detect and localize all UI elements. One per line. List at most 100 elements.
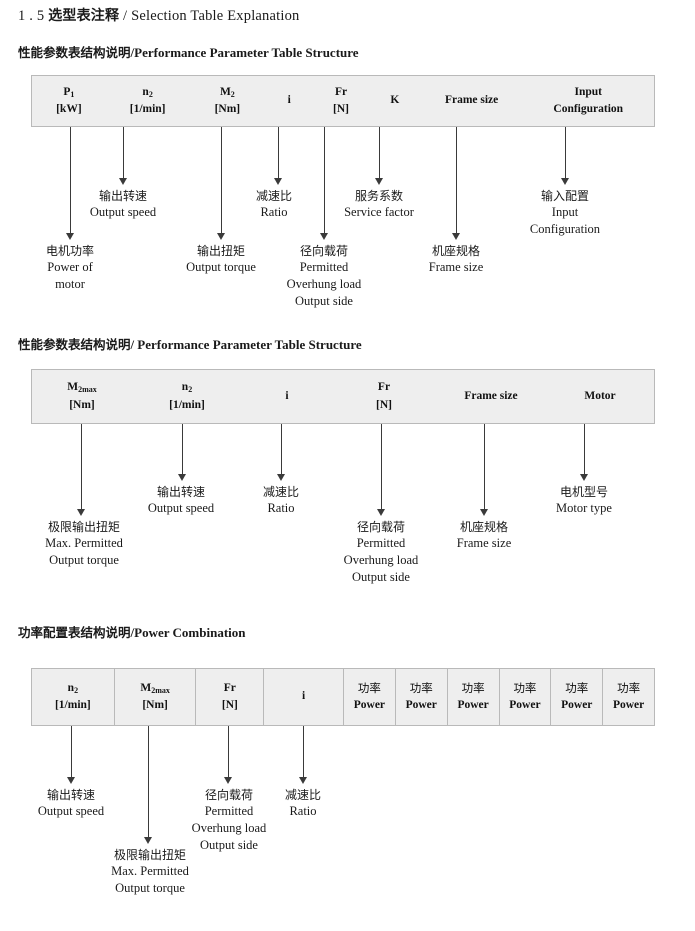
arrowhead-m2max-table3 [144,837,152,844]
table2-col-frame-size: Frame size [436,370,546,423]
connector-fr-table3 [228,726,229,779]
page-title-chinese: 选型表注释 [48,8,120,24]
table2-col-n2-unit: [1/min] [169,398,205,411]
table2-col-motor-label: Motor [584,389,616,402]
table1-col-frame-size: Frame size [421,76,523,126]
table2-col-m2max-subscript: 2max [78,385,97,395]
arrowhead-motor-table2 [580,474,588,481]
table2-col-fr-symbol: Fr [377,381,391,394]
arrowhead-n2-table3 [67,777,75,784]
arrowhead-input-configuration-table1 [561,178,569,185]
annotation-frame-size-table1: 机座规格 Frame size [428,244,484,275]
annotation-output-speed-table1: 输出转速 Output speed [89,189,157,220]
connector-m2max-table3 [148,726,149,839]
table1-col-fr-symbol: Fr [334,85,348,98]
table1-col-n2-subscript: 2 [148,89,153,99]
table1-col-k-symbol: K [390,94,400,107]
table3-col-i-symbol: i [302,690,306,703]
section-heading-3: 功率配置表结构说明/Power Combination [18,622,246,641]
annotation-overhung-load-table1: 径向载荷 Permitted Overhung load Output side [286,244,362,308]
connector-fr-table2 [381,424,382,511]
table3-col-power-3-english: Power [457,699,489,711]
annotation-overhung-load-table2: 径向载荷 Permitted Overhung load Output side [343,520,419,584]
table3-col-power-6-english: Power [612,699,645,711]
section-heading-2-chinese: 性能参数表结构说明 [18,337,131,352]
arrowhead-i-table3 [299,777,307,784]
connector-frame-size-table1 [456,127,457,235]
table1-col-i-symbol: i [287,94,291,107]
connector-frame-size-table2 [484,424,485,511]
table1-col-fr-unit: [N] [333,103,349,115]
table1-col-n2: n2 [1/min] [106,76,190,126]
connector-fr-table1 [324,127,325,235]
arrowhead-k-table1 [375,178,383,185]
arrowhead-fr-table2 [377,509,385,516]
connector-input-configuration-table1 [565,127,566,180]
annotation-output-speed-table3: 输出转速 Output speed [37,788,105,819]
section-heading-2: 性能参数表结构说明/ Performance Parameter Table S… [18,334,362,353]
table3-col-n2-unit: [1/min] [54,699,91,711]
table1-col-m2-unit: [Nm] [214,103,241,115]
section-heading-1: 性能参数表结构说明/Performance Parameter Table St… [18,42,359,61]
connector-p1-table1 [70,127,71,235]
annotation-ratio-table3: 减速比 Ratio [284,788,321,819]
table1-col-p1-symbol: P [63,85,71,98]
table3-col-power-4-chinese: 功率 [513,680,537,695]
table1-col-input-configuration-line1: Input [574,85,602,98]
connector-n2-table2 [182,424,183,476]
table3-col-m2max: M2max [Nm] [113,669,196,725]
table1-col-k: K [369,76,421,126]
annotation-power-of-motor-table1: 电机功率 Power of motor [45,244,94,292]
table1-col-input-configuration: Input Configuration [522,76,654,126]
table2-col-n2: n2 [1/min] [132,370,242,423]
annotation-max-output-torque-table3: 极限输出扭矩 Max. Permitted Output torque [111,848,189,896]
connector-m2-table1 [221,127,222,235]
table3-col-power-1: 功率 Power [342,669,395,725]
table1-col-n2-unit: [1/min] [129,103,166,115]
connector-i-table2 [281,424,282,476]
table1-col-p1: P1 [kW] [32,76,106,126]
arrowhead-fr-table3 [224,777,232,784]
table3-col-n2-subscript: 2 [74,685,79,695]
table3-col-fr: Fr [N] [195,669,263,725]
connector-k-table1 [379,127,380,180]
table1-col-frame-size-label: Frame size [444,94,499,107]
table2-col-i-symbol: i [285,389,289,402]
table3-col-power-5-chinese: 功率 [565,680,589,695]
arrowhead-i-table2 [277,474,285,481]
connector-motor-table2 [584,424,585,476]
arrowhead-m2max-table2 [77,509,85,516]
table3-col-n2: n2 [1/min] [32,669,114,725]
section-heading-3-separator: / [130,625,135,640]
section-heading-1-english: Performance Parameter Table Structure [134,45,359,60]
section-heading-1-chinese: 性能参数表结构说明 [18,45,131,60]
table3-col-power-3: 功率 Power [446,669,499,725]
table3-col-power-4: 功率 Power [498,669,551,725]
table1-col-i: i [265,76,313,126]
annotation-output-torque-table1: 输出扭矩 Output torque [186,244,256,275]
section-heading-3-english: Power Combination [134,625,246,640]
table3-col-power-3-chinese: 功率 [461,680,485,695]
table3-col-m2max-symbol: M [140,681,152,694]
table3-col-m2max-unit: [Nm] [142,699,168,711]
annotation-service-factor-table1: 服务系数 Service factor [344,189,414,220]
performance-parameter-table-2: M2max [Nm] n2 [1/min] i Fr [N] Frame siz… [31,369,655,424]
table1-col-fr: Fr [N] [313,76,369,126]
annotation-max-output-torque-table2: 极限输出扭矩 Max. Permitted Output torque [45,520,123,568]
table3-col-power-5-english: Power [561,699,593,711]
table3-col-fr-symbol: Fr [223,681,236,694]
table1-col-p1-unit: [kW] [56,103,82,115]
page-title-english: Selection Table Explanation [131,8,300,24]
table3-col-power-2: 功率 Power [394,669,447,725]
section-heading-1-separator: / [130,45,135,60]
table1-col-m2-symbol: M [219,85,231,98]
table3-col-i: i [263,669,343,725]
annotation-input-configuration-table1: 输入配置 Input Configuration [529,189,601,237]
annotation-ratio-table1: 减速比 Ratio [255,189,292,220]
table1-col-m2-subscript: 2 [230,89,235,99]
arrowhead-i-table1 [274,178,282,185]
table2-col-frame-size-label: Frame size [464,389,518,402]
table3-col-power-1-english: Power [353,699,386,711]
annotation-ratio-table2: 减速比 Ratio [262,485,299,516]
connector-i-table1 [278,127,279,180]
